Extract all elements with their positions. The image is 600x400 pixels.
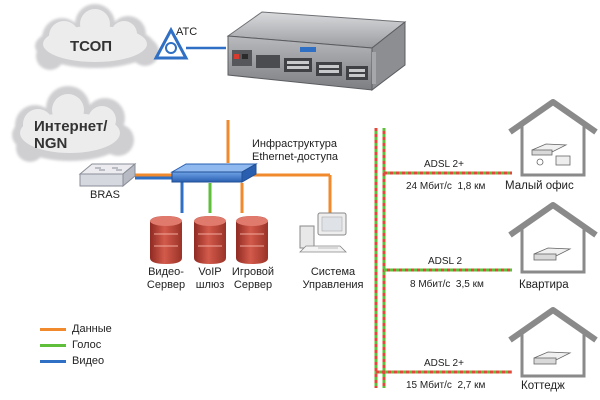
video-server-label: Видео- Сервер xyxy=(140,266,192,291)
link-3-speed-value: 15 Мбит/с xyxy=(406,380,452,391)
pstn-cloud xyxy=(35,4,159,70)
voip-gateway-line1: VoIP xyxy=(198,266,222,278)
exchange-icon xyxy=(153,26,226,60)
link-2-speed-value: 8 Мбит/с xyxy=(410,279,451,290)
data-links xyxy=(135,120,332,213)
exchange-label: АТС xyxy=(176,26,198,38)
management-computer xyxy=(299,212,347,253)
site-1-label: Малый офис xyxy=(505,180,574,192)
link-1-speed: 24 Мбит/с 1,8 км xyxy=(406,181,485,193)
legend-label-voice: Голос xyxy=(72,339,102,351)
game-server-line2: Сервер xyxy=(233,278,273,291)
copper-lines xyxy=(374,128,512,388)
legend-item-video: Видео xyxy=(40,355,104,367)
internet-label: Интернет/ NGN xyxy=(34,118,107,153)
legend-swatch-data xyxy=(40,327,66,331)
ethernet-switch xyxy=(170,163,258,183)
infrastructure-label: Инфраструктура Ethernet-доступа xyxy=(252,138,338,163)
link-2-tech: ADSL 2 xyxy=(428,256,463,267)
house-apartment xyxy=(508,202,598,274)
video-server-line2: Сервер xyxy=(146,278,186,291)
link-1-speed-value: 24 Мбит/с xyxy=(406,181,452,192)
link-1-distance: 1,8 км xyxy=(457,181,486,192)
house-small-office xyxy=(508,99,598,177)
internet-label-line2: NGN xyxy=(34,135,68,153)
legend-label-data: Данные xyxy=(72,323,112,335)
management-line1: Система xyxy=(310,266,356,278)
video-server xyxy=(150,216,182,264)
management-line2: Управления xyxy=(302,278,364,291)
bras-device xyxy=(78,162,137,188)
game-server-label: Игровой Сервер xyxy=(226,266,280,291)
site-3-label: Коттедж xyxy=(521,380,565,392)
management-label: Система Управления xyxy=(300,266,366,291)
voip-gateway xyxy=(194,216,226,264)
link-3-distance: 2,7 км xyxy=(457,380,486,391)
internet-label-line1: Интернет/ xyxy=(34,118,108,135)
voip-gateway-line2: шлюз xyxy=(195,278,225,291)
infrastructure-line2: Ethernet-доступа xyxy=(252,150,339,163)
legend-item-voice: Голос xyxy=(40,339,101,351)
video-server-line1: Видео- xyxy=(148,266,184,278)
bras-label: BRAS xyxy=(90,189,120,201)
legend-label-video: Видео xyxy=(72,355,105,367)
link-2-distance: 3,5 км xyxy=(455,279,484,290)
dslam-chassis xyxy=(226,11,407,92)
link-2-speed: 8 Мбит/с 3,5 км xyxy=(410,279,484,291)
legend-swatch-voice xyxy=(40,343,66,347)
voip-gateway-label: VoIP шлюз xyxy=(188,266,232,291)
game-server-line1: Игровой xyxy=(231,266,275,278)
infrastructure-line1: Инфраструктура xyxy=(252,138,338,150)
link-1-tech: ADSL 2+ xyxy=(424,159,464,170)
pstn-label: ТСОП xyxy=(70,38,113,55)
internet-cloud xyxy=(12,86,134,162)
house-cottage xyxy=(508,307,598,378)
link-3-tech: ADSL 2+ xyxy=(424,358,464,369)
legend-item-data: Данные xyxy=(40,323,112,335)
video-links xyxy=(135,176,184,213)
legend-swatch-video xyxy=(40,359,66,363)
link-3-speed: 15 Мбит/с 2,7 км xyxy=(406,380,485,392)
game-server xyxy=(236,216,268,264)
site-2-label: Квартира xyxy=(519,279,569,291)
